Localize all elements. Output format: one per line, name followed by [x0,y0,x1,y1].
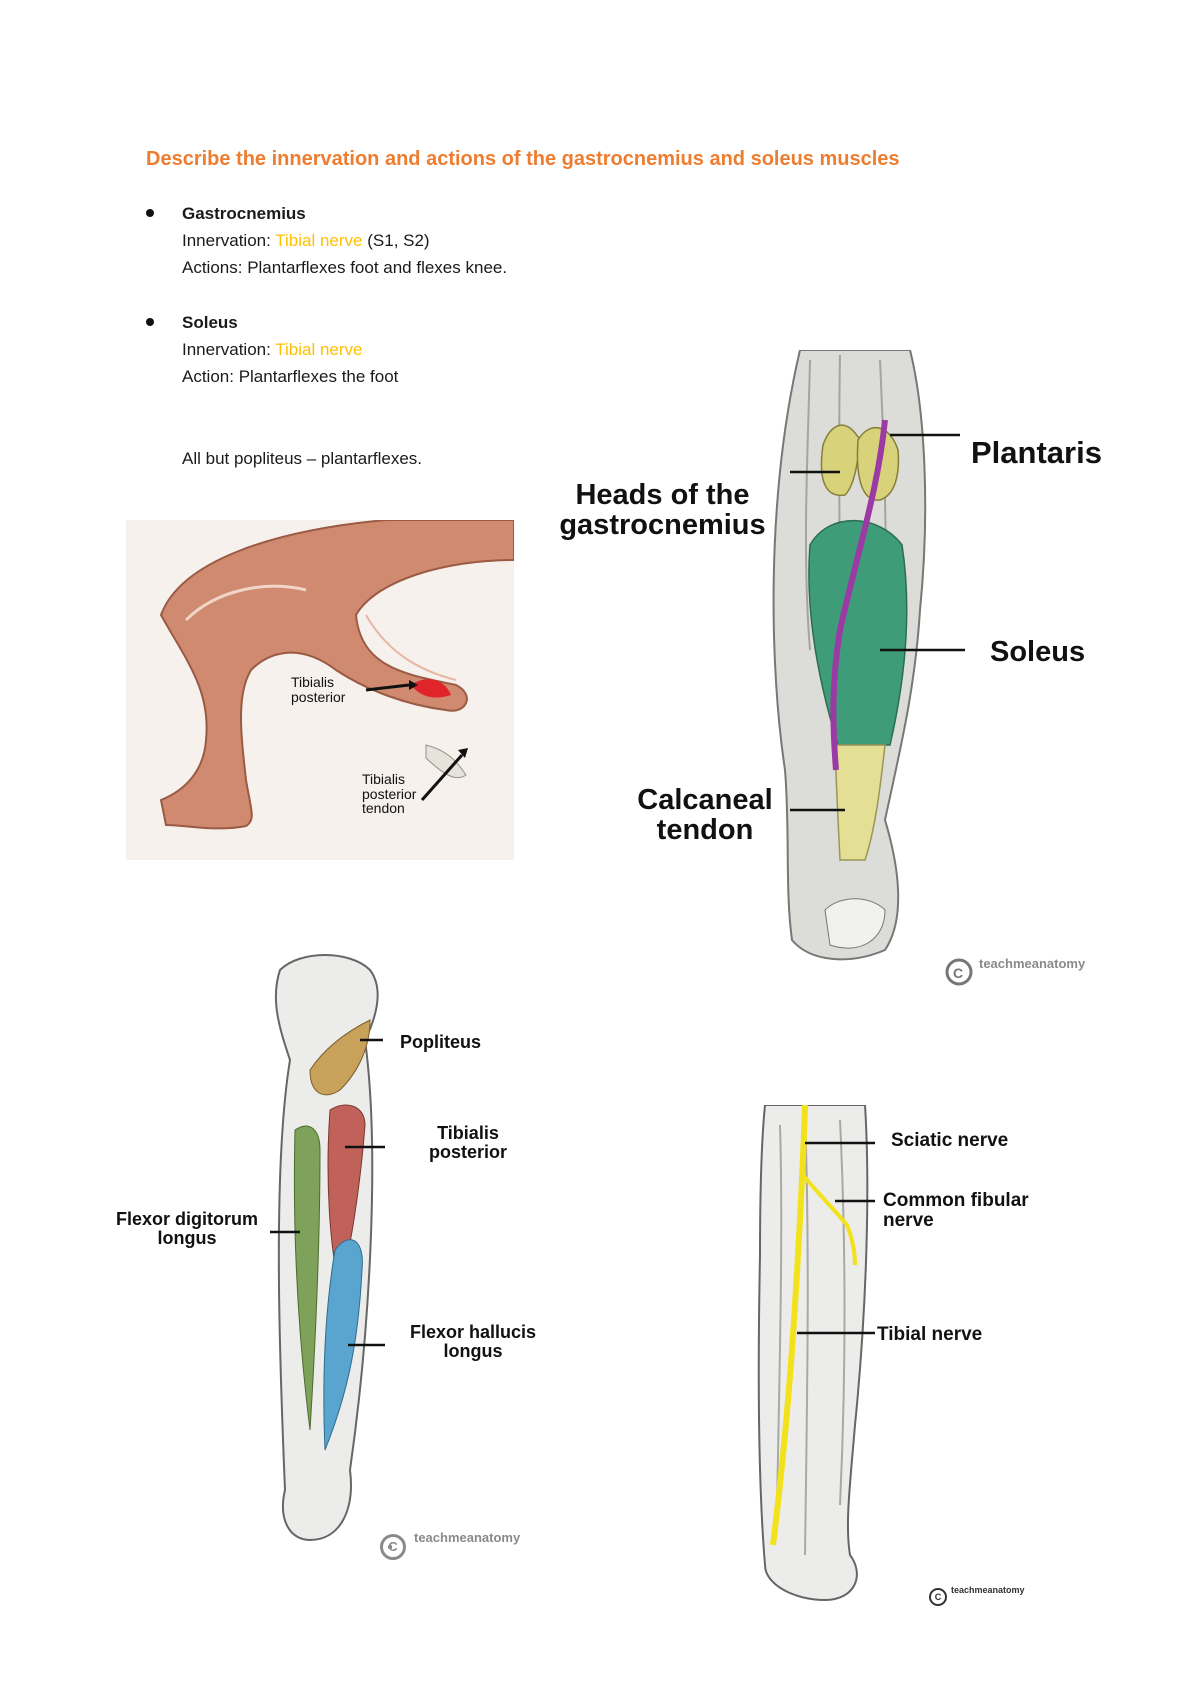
bullet-icon [146,209,154,217]
label-line: longus [157,1227,217,1248]
label-plantaris: Plantaris [971,435,1102,470]
figure-posterior-calf: C [772,350,973,986]
label-line: Common fibular [883,1190,1029,1211]
nerve-roots: (S1, S2) [362,231,430,250]
label-flexor-digitorum-longus: Flexor digitorum longus [112,1210,262,1248]
label-sciatic-nerve: Sciatic nerve [891,1130,1009,1151]
label-line: Flexor digitorum [115,1209,258,1229]
label-line: Tibialis [291,674,335,690]
label-line: posterior [291,688,346,705]
tibial-nerve-text: Tibial nerve [275,340,363,359]
copyright-icon: C [929,1588,947,1606]
label-tibialis-posterior: Tibialis posterior [291,675,345,704]
label-flexor-hallucis-longus: Flexor hallucis longus [403,1323,543,1361]
figure-leg-side-view: Tibialis posterior Tibialis posterior te… [126,519,515,860]
tibial-nerve-drawing [770,1105,808,1546]
label-line: tendon [362,800,405,817]
gastrocnemius-medial-head [820,424,861,496]
label-line: Tibialis [437,1123,499,1143]
tibialis-posterior-highlight [411,679,451,698]
label-tibial-nerve: Tibial nerve [877,1324,983,1345]
note-text: All but popliteus – plantarflexes. [182,449,423,468]
label-line: Heads of the [575,479,750,511]
tibial-nerve-text: Tibial nerve [275,231,363,250]
copyright-glyph: C [953,965,963,981]
credit-teachmeanatomy: teachmeanatomy [979,956,1086,971]
plantaris-muscle [830,419,888,771]
label-line: nerve [883,1209,934,1231]
label-line: longus [443,1340,503,1361]
gastrocnemius-actions: Actions: Plantarflexes foot and flexes k… [182,258,508,277]
label-tibialis-posterior: Tibialis posterior [418,1124,518,1162]
label-line: Calcaneal [637,784,773,816]
innervation-label: Innervation: [182,231,276,250]
label-line: Tibialis [362,771,406,787]
credit-teachmeanatomy: teachmeanatomy [414,1530,521,1545]
copyright-icon: C [380,1534,406,1560]
label-line: tendon [656,814,754,847]
calcaneal-tendon [834,744,886,861]
common-fibular-nerve-drawing [801,1173,857,1266]
figure-deep-posterior [270,954,392,1549]
flexor-digitorum-longus-muscle [293,1125,321,1431]
label-common-fibular-nerve: Common fibular nerve [883,1191,1029,1231]
label-soleus: Soleus [990,636,1086,668]
label-line: posterior [362,785,417,802]
bullet-icon [146,318,154,326]
gastrocnemius-innervation: Innervation: Tibial nerve (S1, S2) [182,231,430,251]
soleus-innervation: Innervation: Tibial nerve [182,340,363,360]
label-heads-gastrocnemius: Heads of the gastrocnemius [550,480,775,541]
label-tibialis-posterior-tendon: Tibialis posterior tendon [362,772,416,816]
label-line: Flexor hallucis [409,1322,537,1342]
gastrocnemius-heading: Gastrocnemius [182,204,306,223]
page-title: Describe the innervation and actions of … [146,148,900,170]
soleus-heading: Soleus [182,313,238,332]
innervation-label: Innervation: [182,340,276,359]
credit-teachmeanatomy: teachmeanatomy [951,1585,1025,1595]
label-calcaneal-tendon: Calcaneal tendon [630,785,780,846]
popliteus-muscle [309,1019,371,1096]
soleus-action: Action: Plantarflexes the foot [182,367,399,386]
label-line: posterior [428,1141,507,1162]
figure-tibial-nerve [757,1105,875,1602]
copyright-icon [945,958,973,986]
label-line: gastrocnemius [559,509,766,542]
flexor-hallucis-longus-muscle [323,1239,363,1451]
label-popliteus: Popliteus [400,1032,482,1052]
leg-illustration [159,519,515,830]
